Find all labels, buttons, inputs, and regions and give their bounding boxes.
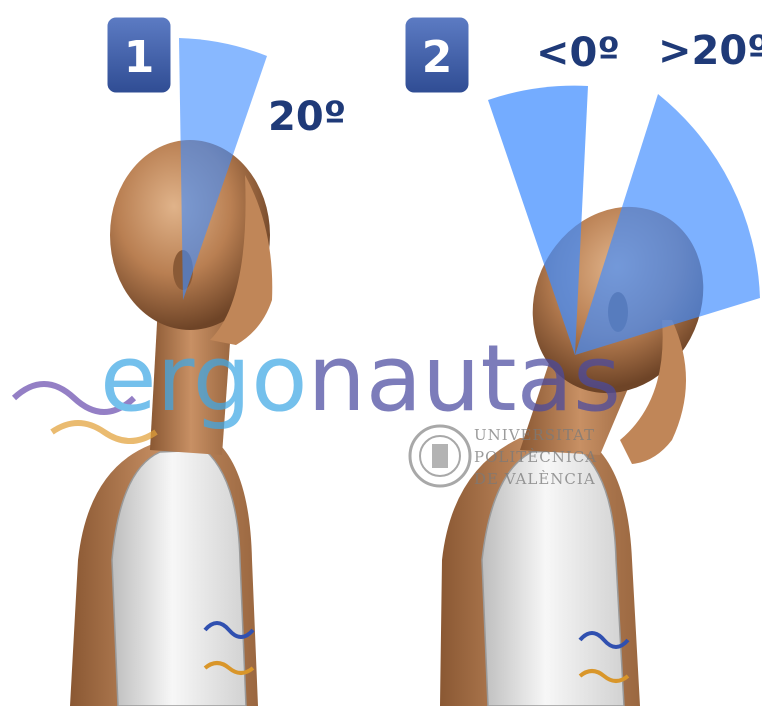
figure-1-angle-label: 20º	[268, 94, 346, 140]
university-line-3: DE VALÈNCIA	[474, 470, 596, 488]
university-line-1: UNIVERSITAT	[474, 426, 595, 444]
svg-text:ergonautas: ergonautas	[100, 325, 621, 432]
ergonautas-watermark: ergonautas	[14, 325, 621, 441]
university-line-2: POLITÈCNICA	[474, 448, 597, 466]
watermark-nautas: nautas	[308, 325, 621, 432]
university-seal-icon	[410, 426, 470, 486]
figure-2-angle-front-label: >20º	[658, 28, 762, 74]
university-watermark: UNIVERSITAT POLITÈCNICA DE VALÈNCIA	[410, 426, 597, 488]
figure-2-step-badge: 2	[404, 16, 470, 94]
figure-2-angle-back-label: <0º	[536, 30, 620, 76]
figure-1-step-badge: 1	[106, 16, 172, 94]
watermark-ergo: ergo	[100, 325, 308, 432]
figure-2-badge-number: 2	[422, 32, 453, 83]
figure-2-shirt	[482, 450, 624, 706]
figure-1-badge-number: 1	[124, 32, 155, 83]
